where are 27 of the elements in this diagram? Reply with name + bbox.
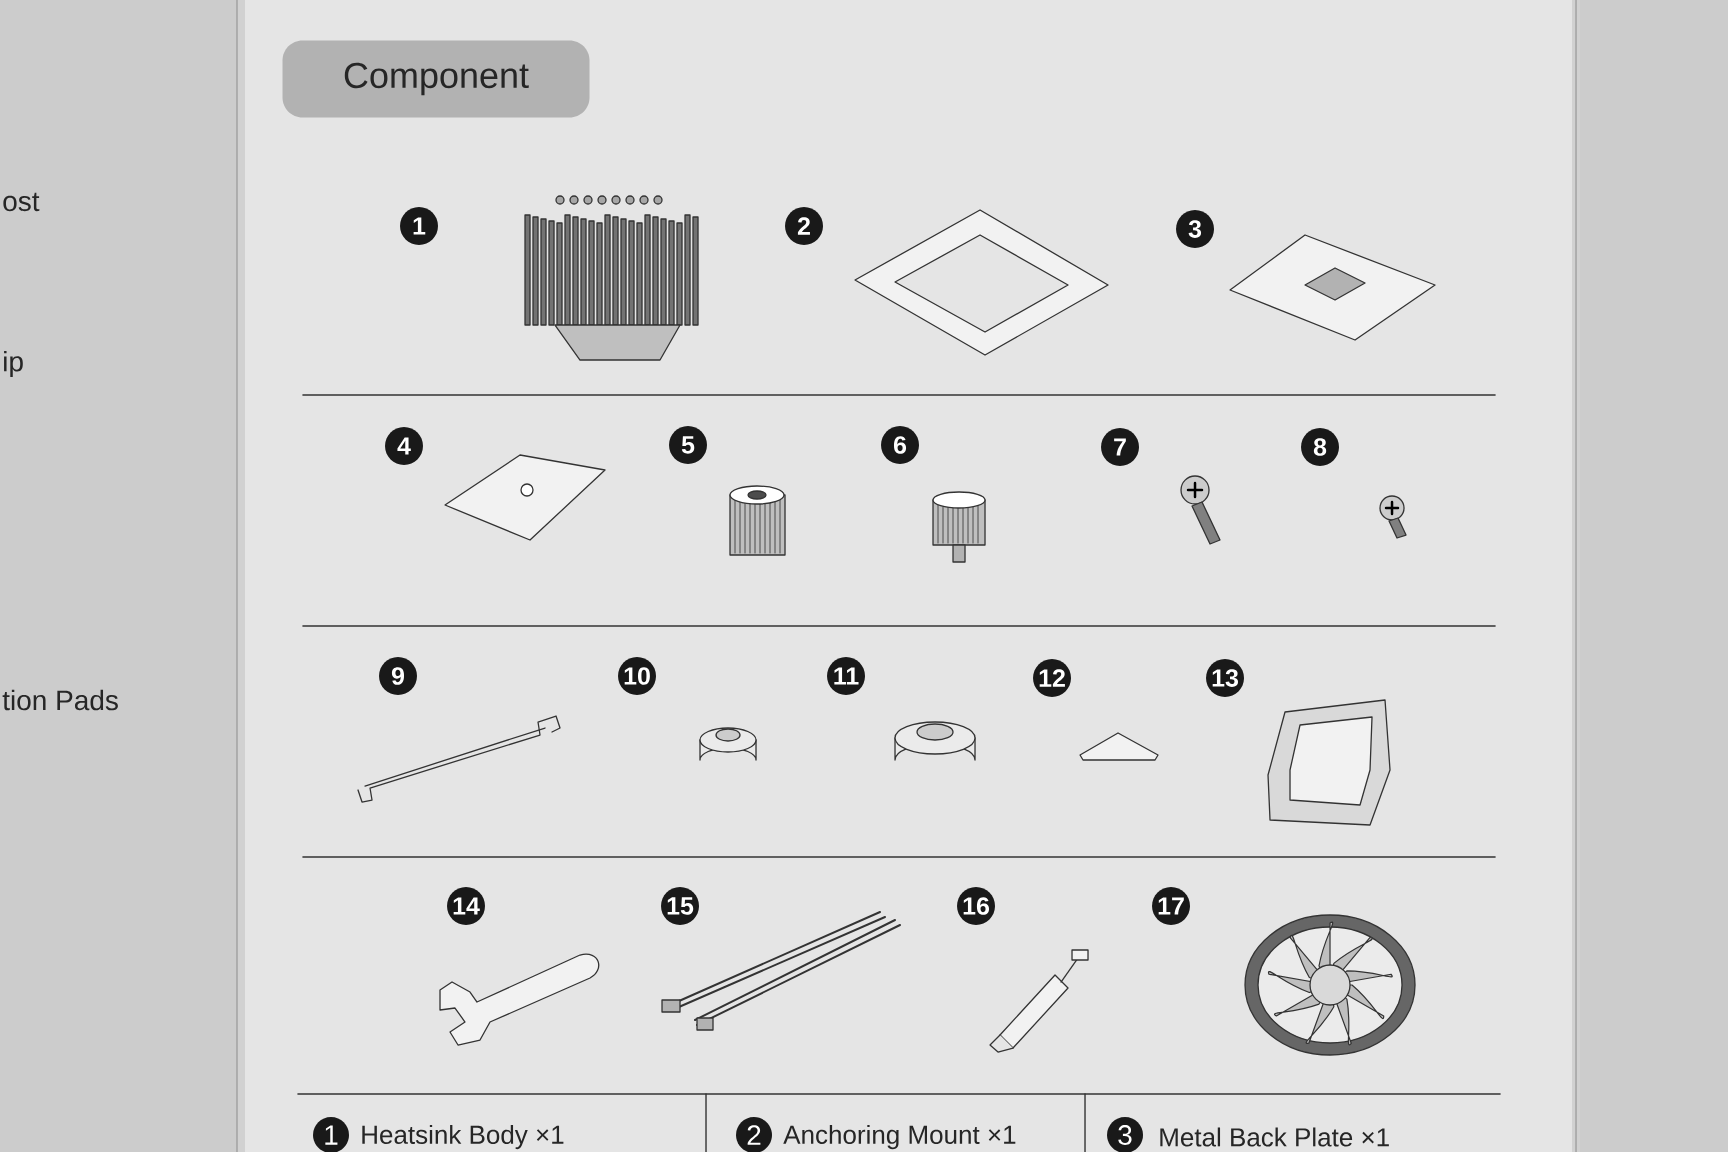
callout-number: 9 [379, 657, 417, 695]
text-fragment: ost [3, 192, 40, 212]
callout-number: 5 [669, 426, 707, 464]
text-fragment: ip [4, 350, 23, 378]
callout-number: 17 [1152, 887, 1190, 925]
callout-number: 12 [1033, 659, 1071, 697]
title-box: Component [282, 40, 590, 118]
callout-number: 10 [618, 657, 656, 695]
callout-number: 11 [827, 657, 865, 695]
callout-number: 1 [313, 1117, 349, 1152]
table-cell: Heatsink Body ×1 [362, 1124, 564, 1150]
callout-number: 15 [661, 887, 699, 925]
callout-number: 1 [400, 207, 438, 245]
callout-number: 4 [385, 427, 423, 465]
callout-number: 16 [957, 887, 995, 925]
callout-number: 7 [1101, 428, 1139, 466]
callout-number: 2 [736, 1117, 772, 1152]
table-cell: Anchoring Mount ×1 [783, 1124, 1016, 1150]
table-cell: Metal Back Plate ×1 [1160, 1127, 1389, 1147]
callout-number: 8 [1301, 428, 1339, 466]
text-fragment: tion Pads [2, 689, 118, 711]
callout-number: 3 [1107, 1117, 1143, 1152]
callout-number: 14 [447, 887, 485, 925]
callout-number: 13 [1206, 659, 1244, 697]
callout-number: 6 [881, 426, 919, 464]
callout-number: 2 [785, 207, 823, 245]
callout-number: 3 [1176, 210, 1214, 248]
